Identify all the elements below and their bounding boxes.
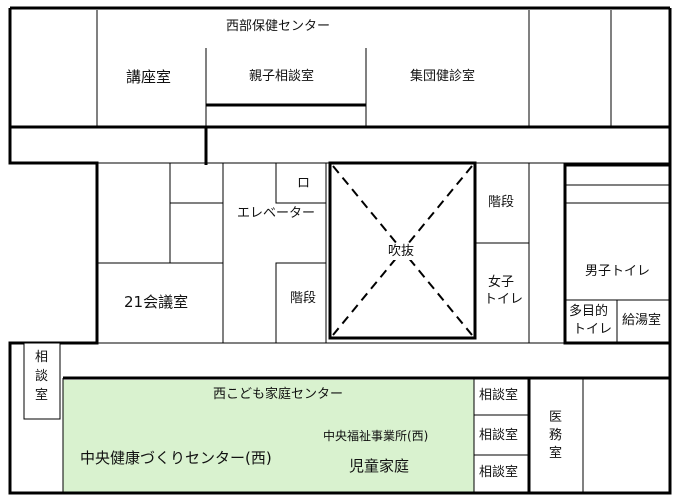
room-chuo-kenko: 中央健康づくりセンター(西): [80, 449, 272, 467]
room-kyutou: 給湯室: [622, 313, 662, 328]
room-soudan-3: 相談室: [479, 465, 519, 480]
room-kaigi21: 21会議室: [124, 293, 189, 311]
room-imu-3: 室: [549, 446, 563, 461]
room-elevator: エレベーター: [237, 206, 316, 221]
kodomo-center-area: [63, 380, 474, 493]
room-women-toilet-2: トイレ: [484, 292, 524, 307]
room-fukinuke: 吹抜: [386, 244, 417, 260]
room-soudan-2: 相談室: [479, 428, 519, 443]
room-soudan-left-3: 室: [35, 388, 49, 403]
room-stairs-left: 階段: [290, 291, 317, 306]
room-oyako: 親子相談室: [249, 69, 315, 84]
room-soudan-1: 相談室: [479, 388, 519, 403]
room-women-toilet-1: 女子: [488, 275, 515, 290]
room-kodomo-center: 西こども家庭センター: [213, 387, 344, 402]
room-multi-toilet-1: 多目的: [569, 304, 609, 319]
walls: [8, 6, 672, 495]
room-imu-2: 務: [549, 428, 563, 443]
elevator-mark: ロ: [297, 176, 311, 191]
room-stairs-right: 階段: [488, 195, 515, 210]
room-soudan-left-1: 相: [35, 350, 49, 365]
room-shudan: 集団健診室: [410, 69, 476, 84]
room-soudan-left-2: 談: [35, 369, 49, 384]
room-chuo-fukushi: 中央福祉事業所(西): [323, 429, 429, 443]
room-jido-katei: 児童家庭: [349, 457, 410, 475]
room-imu-1: 医: [549, 410, 563, 425]
room-kouza: 講座室: [126, 68, 172, 86]
room-men-toilet: 男子トイレ: [585, 264, 651, 279]
top-block-title: 西部保健センター: [226, 19, 331, 34]
room-multi-toilet-2: トイレ: [573, 322, 613, 337]
